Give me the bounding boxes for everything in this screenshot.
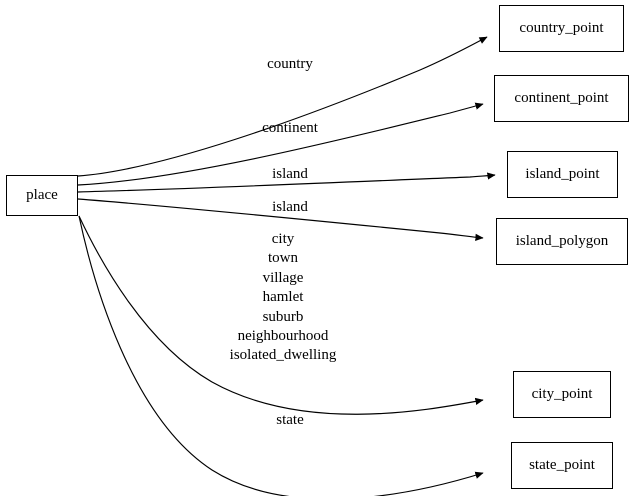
- node-label: continent_point: [514, 90, 609, 106]
- target-node-country_point[interactable]: country_point: [499, 5, 624, 52]
- edge-label-line: country: [267, 56, 313, 72]
- edge-label-place-to-state_point: state: [276, 411, 304, 430]
- node-label: country_point: [519, 20, 604, 36]
- edge-place-to-city_point: [78, 215, 484, 415]
- target-node-island_point[interactable]: island_point: [507, 151, 618, 198]
- edge-label-place-to-country_point: country: [267, 55, 313, 74]
- node-label: island_polygon: [515, 233, 609, 249]
- edge-label-line: island: [272, 199, 308, 215]
- edge-place-to-island_point: [77, 172, 496, 193]
- node-label: state_point: [529, 457, 595, 473]
- edge-paths: [77, 36, 496, 496]
- edge-label-line: island: [272, 166, 308, 182]
- node-label: island_point: [525, 166, 600, 182]
- edge-label-line: state: [276, 412, 304, 428]
- target-node-continent_point[interactable]: continent_point: [494, 75, 629, 122]
- edge-label-line: town: [268, 250, 298, 267]
- edge-label-place-to-island_polygon: island: [272, 198, 308, 217]
- edge-label-place-to-island_point: island: [272, 165, 308, 184]
- edge-label-line: village: [262, 269, 304, 286]
- edge-label-line: isolated_dwelling: [229, 347, 337, 364]
- target-node-island_polygon[interactable]: island_polygon: [496, 218, 628, 265]
- edge-place-to-state_point: [78, 215, 484, 496]
- target-node-city_point[interactable]: city_point: [513, 371, 611, 418]
- target-node-state_point[interactable]: state_point: [511, 442, 613, 489]
- edge-label-line: continent: [262, 120, 318, 136]
- edge-label-line: neighbourhood: [237, 328, 329, 345]
- edge-label-line: suburb: [262, 308, 304, 325]
- edge-label-line: city: [271, 231, 295, 247]
- source-node-place[interactable]: place: [6, 175, 78, 216]
- edge-label-place-to-continent_point: continent: [262, 119, 318, 138]
- edge-place-to-country_point: [77, 36, 488, 177]
- edge-place-to-island_polygon: [77, 198, 484, 241]
- edge-label-line: hamlet: [262, 289, 304, 306]
- node-label: place: [26, 187, 58, 203]
- node-label: city_point: [531, 386, 593, 402]
- edge-label-place-to-city_point: city town village hamlet suburb neighbourhood…: [230, 230, 337, 366]
- edge-place-to-continent_point: [77, 102, 484, 186]
